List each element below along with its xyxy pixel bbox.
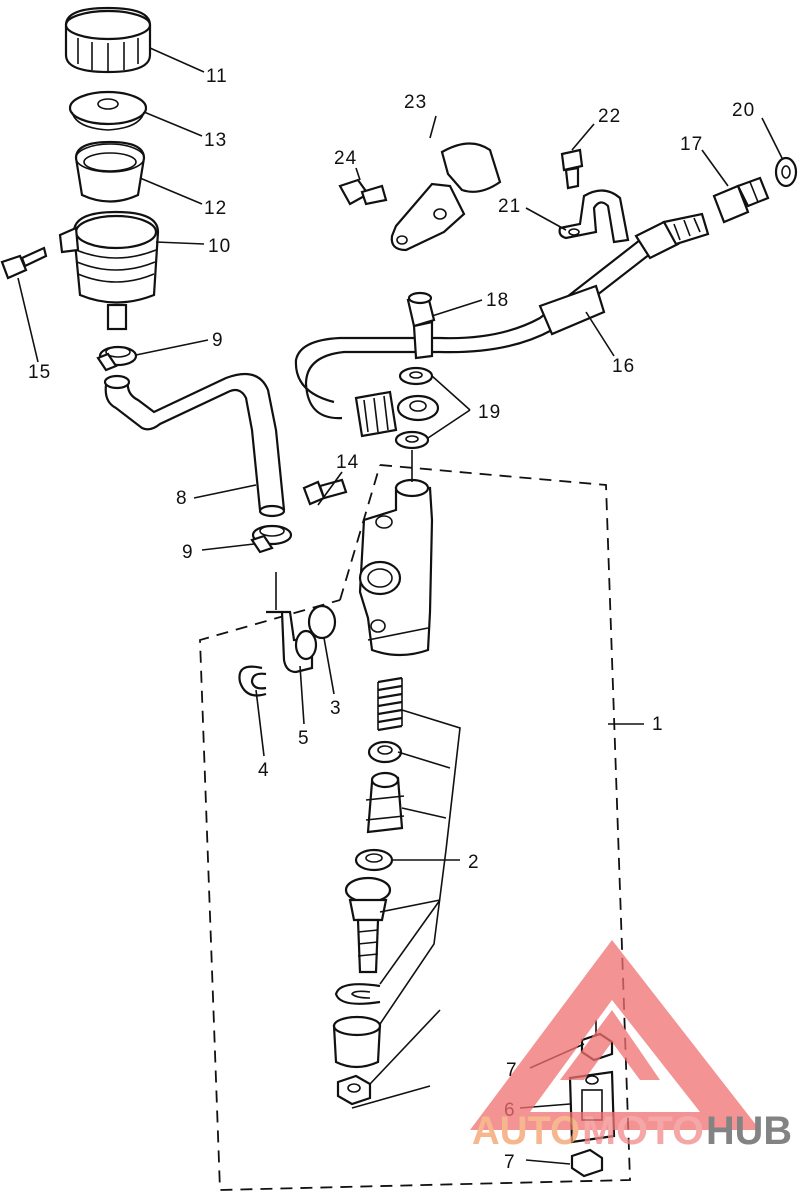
watermark-triangle-icon: [470, 940, 760, 1130]
label-3: 3: [330, 698, 342, 719]
label-5: 5: [298, 728, 310, 749]
union-bolt: [406, 291, 436, 360]
o-ring: [307, 604, 337, 640]
hose-joint: [266, 572, 318, 674]
master-cylinder-assembly-boundary: [199, 464, 631, 1191]
label-20: 20: [732, 100, 755, 121]
label-19: 19: [478, 402, 501, 423]
label-16: 16: [612, 356, 635, 377]
push-rod: [344, 876, 392, 974]
master-cylinder-body: [358, 478, 434, 657]
hose-clamp-lower: [250, 524, 293, 554]
dust-boot: [332, 1015, 382, 1069]
label-13: 13: [204, 130, 227, 151]
circlip: [238, 665, 267, 697]
spring: [377, 676, 403, 732]
label-9-upper: 9: [212, 330, 224, 351]
bracket-screw: [560, 148, 584, 190]
label-21: 21: [498, 196, 521, 217]
piston: [365, 771, 405, 834]
label-7-upper: 7: [506, 1060, 518, 1081]
label-22: 22: [598, 106, 621, 127]
guide-bolt: [338, 178, 388, 206]
label-2: 2: [468, 852, 480, 873]
label-12: 12: [204, 198, 227, 219]
hose-fitting: [712, 176, 770, 224]
watermark-word-auto: AUTO: [472, 1109, 580, 1153]
brake-hose: [294, 212, 710, 420]
watermark-inner-m-icon: [560, 1010, 660, 1080]
watermark-word-moto: MOTO: [582, 1109, 704, 1153]
reservoir-cap: [64, 6, 152, 74]
label-9-lower: 9: [182, 542, 194, 563]
label-4: 4: [258, 760, 270, 781]
watermark-word-hub: HUB: [706, 1109, 792, 1153]
hose-clamp-upper: [96, 345, 138, 372]
label-14: 14: [336, 452, 359, 473]
label-24: 24: [334, 148, 357, 169]
diaphragm-plate: [68, 90, 148, 131]
washer-20: [774, 156, 798, 188]
label-18: 18: [486, 290, 509, 311]
label-7-lower: 7: [504, 1152, 516, 1173]
primary-cup: [367, 740, 403, 764]
copper-washers: [394, 366, 434, 482]
piston-circlip: [334, 983, 381, 1005]
bleed-bolt: [302, 478, 348, 506]
label-1: 1: [652, 714, 664, 735]
label-10: 10: [208, 236, 231, 257]
diaphragm: [74, 140, 146, 203]
part-labels: 11 13 12 10 15 9 8 9 14 23 24 22 21 17 2…: [28, 66, 755, 1173]
secondary-cup: [354, 848, 394, 872]
hose-banjo-fitting: [354, 390, 440, 438]
label-8: 8: [176, 488, 188, 509]
hose-clamp-bracket: [558, 189, 630, 244]
clevis-nut-lower: [570, 1148, 604, 1178]
label-15: 15: [28, 362, 51, 383]
hose-guide-bracket: [390, 142, 502, 252]
lock-nut: [336, 1074, 372, 1106]
watermark-logo: AUTO MOTO HUB: [470, 940, 792, 1153]
label-23: 23: [404, 92, 427, 113]
label-11: 11: [206, 66, 228, 87]
reservoir-tank: [58, 210, 160, 331]
reservoir-hose: [103, 372, 286, 518]
reservoir-bolt: [0, 246, 48, 280]
label-17: 17: [680, 134, 703, 155]
